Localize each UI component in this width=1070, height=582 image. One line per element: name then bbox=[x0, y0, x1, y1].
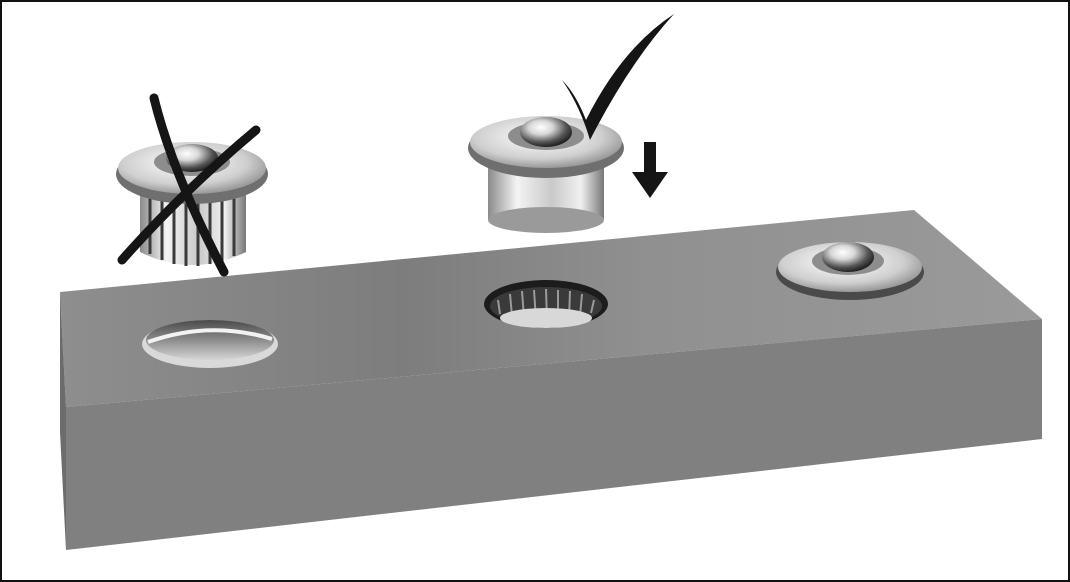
block-left-face bbox=[60, 292, 66, 550]
cross-mark-icon bbox=[117, 93, 261, 277]
block-front-face bbox=[66, 319, 1042, 550]
plain-bore-hole bbox=[142, 320, 278, 368]
ball-transfer-plain-accepted bbox=[468, 116, 624, 233]
knurled-bore-hole bbox=[484, 280, 608, 328]
ball-transfer-installed bbox=[776, 242, 924, 300]
check-mark-icon bbox=[562, 14, 674, 140]
arrow-down-icon bbox=[632, 142, 668, 198]
